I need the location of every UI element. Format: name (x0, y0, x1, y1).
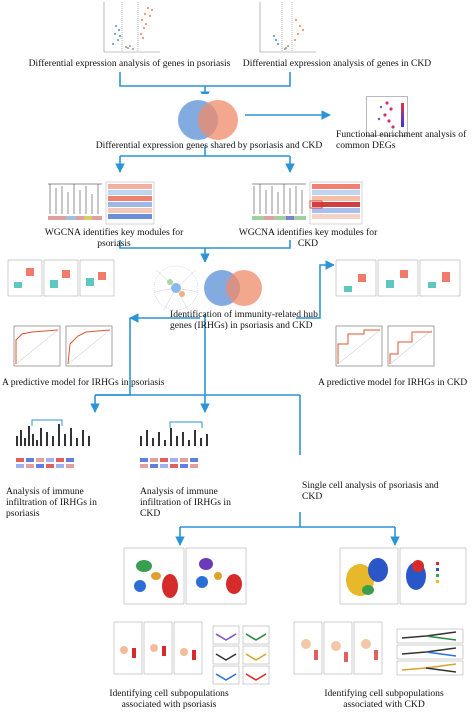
wgcna-psoriasis-dendrogram (46, 180, 156, 226)
volcano-plot-ckd (256, 0, 318, 56)
boxplots-psoriasis (6, 258, 116, 298)
trajectory-plots-psoriasis (212, 624, 270, 686)
immune-infiltration-ckd (136, 420, 236, 478)
label-immune-ckd: Analysis of immune infiltration of IRHGs… (140, 486, 231, 519)
arrow-dea-to-venn (119, 72, 210, 101)
wgcna-ckd-dendrogram (250, 180, 364, 226)
boxplots-ckd (334, 258, 464, 298)
venn-diagram-shared-degs (172, 94, 244, 142)
label-irhg-identification: Identification of immunity-related hub g… (170, 309, 318, 331)
roc-curves-ckd (334, 324, 438, 368)
label-subpop-ckd: Identifying cell subpopulations associat… (324, 688, 444, 710)
arrow-irhg-to-pred-ckd (296, 260, 335, 319)
trajectory-plots-ckd (396, 628, 464, 678)
label-predictive-ckd: A predictive model for IRHGs in CKD (318, 377, 468, 388)
label-subpop-psoriasis: Identifying cell subpopulations associat… (109, 688, 229, 710)
immune-infiltration-psoriasis (12, 416, 112, 478)
irhg-network-and-venn (150, 262, 274, 314)
label-immune-psoriasis: Analysis of immune infiltration of IRHGs… (6, 486, 97, 519)
label-dea-ckd: Differential expression analysis of gene… (242, 58, 432, 69)
enrichment-dot-plot (366, 96, 408, 136)
label-wgcna-psoriasis: WGCNA identifies key modules for psorias… (44, 227, 184, 249)
feature-plots-ckd (292, 620, 386, 676)
volcano-plot-psoriasis (100, 0, 162, 56)
label-wgcna-ckd: WGCNA identifies key modules for CKD (238, 227, 378, 249)
umap-psoriasis (122, 546, 248, 606)
label-dea-psoriasis: Differential expression analysis of gene… (28, 58, 231, 69)
feature-plots-psoriasis (112, 620, 204, 676)
umap-ckd (338, 546, 468, 606)
label-shared-degs: Differential expression genes shared by … (95, 140, 323, 151)
roc-curves-psoriasis (12, 324, 116, 368)
label-single-cell: Single cell analysis of psoriasis and CK… (302, 480, 439, 502)
label-functional-enrichment: Functional enrichment analysis of common… (336, 129, 467, 151)
label-predictive-psoriasis: A predictive model for IRHGs in psoriasi… (2, 377, 165, 388)
